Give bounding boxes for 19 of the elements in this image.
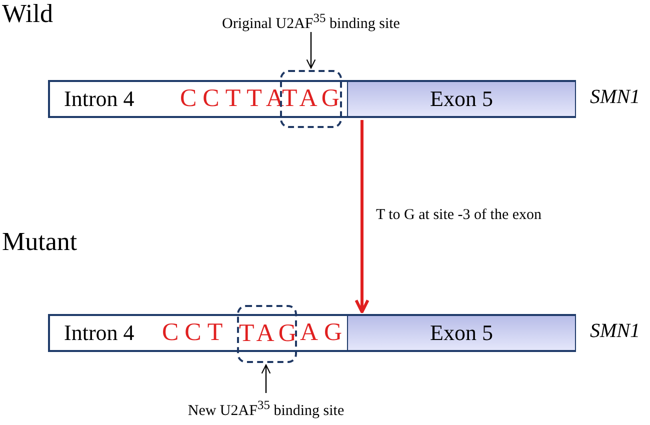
region-label: Intron 4: [64, 86, 134, 112]
region-label: Intron 4: [64, 320, 134, 346]
panel-heading: Wild: [2, 0, 53, 28]
sequence-text: TAG: [239, 320, 295, 348]
exon-segment: [347, 316, 575, 350]
exon-segment: [347, 82, 575, 116]
gene-name: SMN1: [590, 320, 640, 343]
panel-heading: Mutant: [2, 228, 78, 256]
mutation-arrow: [354, 120, 370, 314]
binding-site-box: [237, 305, 297, 363]
site-label: Original U2AF$^{35}$ binding site: [221, 10, 401, 34]
gene-name: SMN1: [590, 86, 640, 109]
site-label: New U2AF$^{35}$ binding site: [186, 397, 346, 421]
region-label: Exon 5: [429, 320, 494, 346]
sequence-text: AG: [300, 319, 348, 347]
sequence-text: CCT: [162, 319, 229, 347]
region-label: Exon 5: [429, 86, 494, 112]
leader-arrow: [306, 32, 316, 69]
leader-arrow: [261, 364, 271, 393]
